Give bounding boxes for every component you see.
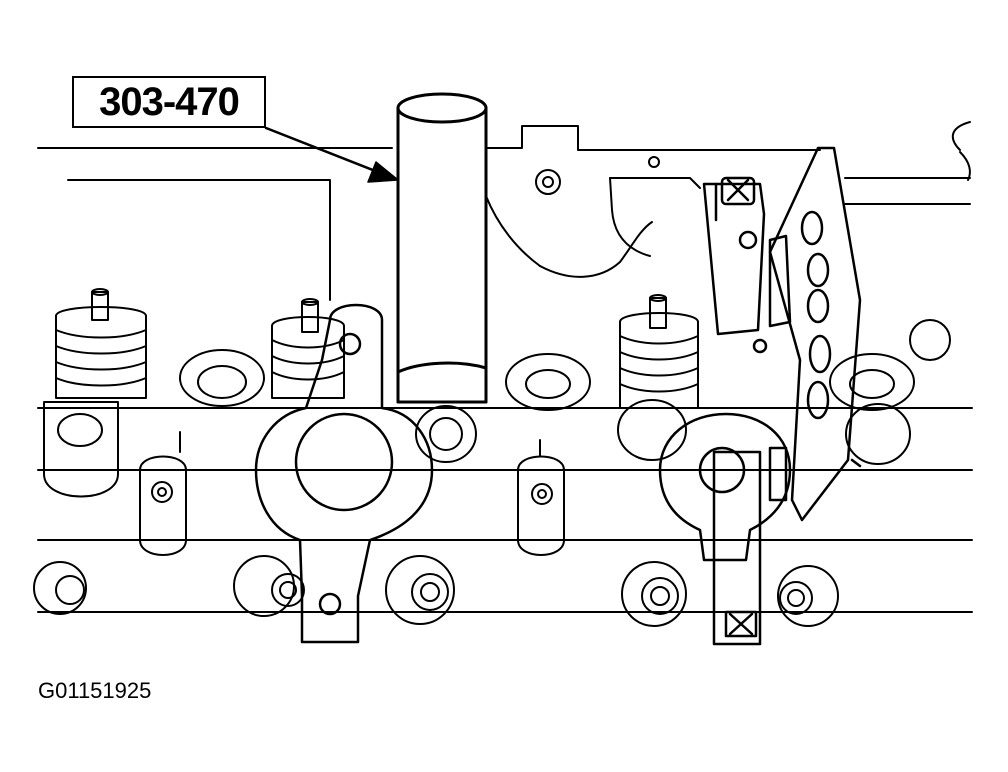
callout-arrowhead bbox=[367, 161, 399, 183]
valve-spring-center bbox=[271, 298, 345, 399]
callout-leader bbox=[264, 126, 390, 178]
bearing-cap-right bbox=[658, 412, 792, 562]
valve-boss-1 bbox=[139, 455, 187, 556]
valve-spring-left bbox=[55, 288, 147, 399]
gasket-plate bbox=[768, 146, 862, 522]
bearing-cap-left bbox=[254, 303, 434, 644]
timing-bracket bbox=[702, 176, 768, 646]
valve-spring-right bbox=[619, 294, 699, 409]
figure-id: G01151925 bbox=[38, 678, 152, 703]
cylinder-head-upper bbox=[37, 121, 971, 301]
camshaft-rail bbox=[37, 407, 973, 613]
valve-boss-2 bbox=[517, 439, 565, 556]
roller-center bbox=[415, 353, 591, 463]
roller-left bbox=[179, 349, 265, 407]
cam-lobe-left bbox=[43, 401, 119, 498]
tool-callout-label: 303-470 bbox=[72, 76, 266, 128]
special-tool-303-470 bbox=[396, 92, 488, 404]
bolt-boss-row bbox=[33, 319, 951, 627]
roller-right bbox=[617, 353, 915, 465]
